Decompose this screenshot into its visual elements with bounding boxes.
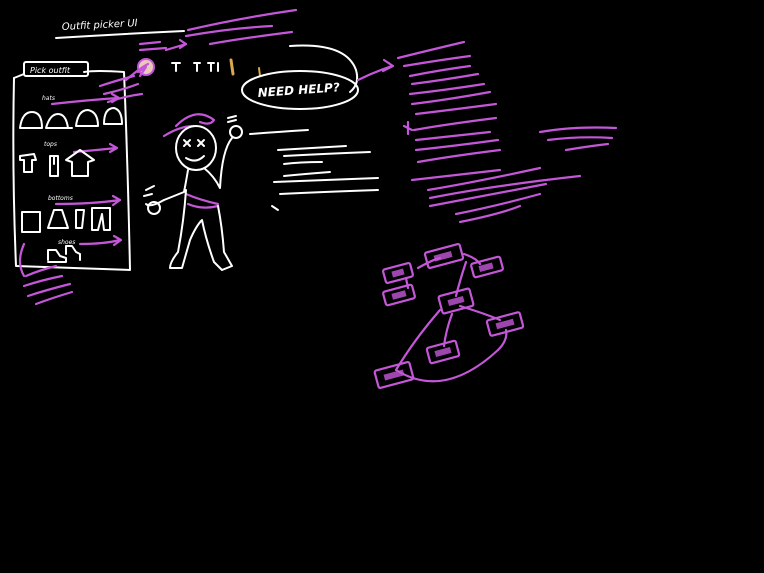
flow-node [373,360,415,390]
flow-node [470,255,504,279]
toolbar-sketch [171,62,219,72]
right-purple-notes [396,40,618,224]
bubble-tail [289,44,359,93]
help-bubble[interactable] [241,70,359,110]
shoe-icon[interactable] [47,245,81,263]
flow-diagram [373,242,525,390]
outfit-panel: Pick outfit hats tops bottoms [12,61,131,271]
tops-label: tops [44,141,57,148]
panel-title: Pick outfit [30,66,71,75]
page-title: Outfit picker UI [62,18,138,33]
flow-node [425,339,461,365]
pants-icon[interactable] [21,207,111,233]
avatar-figure [143,113,243,271]
flow-node [485,311,525,337]
flow-node [382,283,416,307]
middle-white-notes [249,129,379,211]
shirt-icon[interactable] [19,149,95,177]
flow-node [437,287,475,315]
left-purple-notes [18,62,150,306]
flow-node [382,261,414,285]
hat-icon[interactable] [19,107,123,129]
bottoms-label: bottoms [48,195,73,202]
help-bubble-label: NEED HELP? [257,80,340,100]
pointer-hand-icon [147,201,161,215]
flow-node [423,242,465,270]
cursor-mark [229,58,235,76]
hats-label: hats [42,95,55,102]
title-underline [55,30,185,39]
panel-title-box [23,61,89,77]
raised-hand [229,125,243,139]
top-purple-notes [138,8,298,52]
shoes-label: shoes [58,239,75,246]
